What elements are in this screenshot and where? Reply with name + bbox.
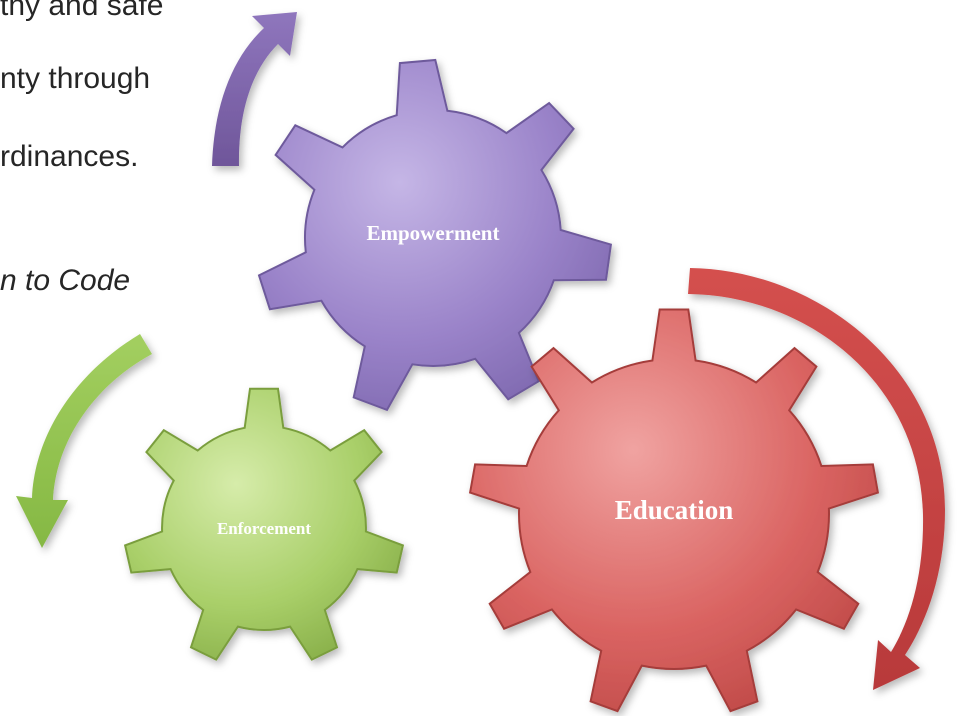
text-line-3: rdinances. [0,140,139,173]
gear-education: Education [468,308,880,713]
gear-enforcement: Enforcement [123,387,405,661]
gear-label-empowerment: Empowerment [367,221,500,245]
text-line-1: thy and safe [0,0,164,22]
gear-empowerment: Empowerment [257,58,613,412]
red-curved-arrow [688,268,945,690]
purple-curved-arrow [212,12,297,166]
gear-label-education: Education [615,495,734,525]
green-curved-arrow [16,334,152,548]
text-line-2: nty through [0,62,151,95]
gear-label-enforcement: Enforcement [217,519,311,538]
text-line-italic: n to Code [0,264,131,297]
